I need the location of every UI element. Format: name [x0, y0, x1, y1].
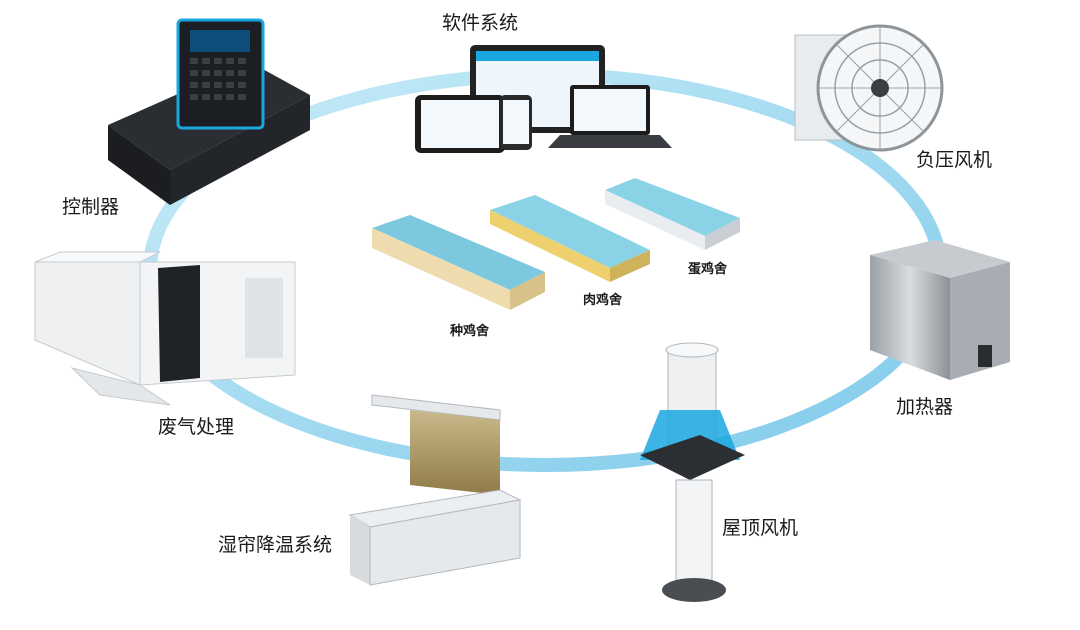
software-system-label: 软件系统 — [442, 12, 519, 34]
negative-fan-label: 负压风机 — [916, 149, 993, 171]
exhaust-label: 废气处理 — [158, 416, 235, 438]
software-devices — [415, 45, 672, 153]
controller-label: 控制器 — [62, 196, 120, 218]
broiler-house — [490, 195, 650, 282]
exhaust-treatment-device — [34, 251, 296, 406]
breeder-house-label: 种鸡舍 — [450, 324, 490, 339]
controller-device — [108, 18, 310, 205]
cooling-pad-label: 湿帘降温系统 — [218, 534, 333, 556]
negative-pressure-fan — [794, 24, 944, 152]
roof-fan-label: 屋顶风机 — [722, 517, 799, 539]
layer-house-label: 蛋鸡舍 — [688, 262, 728, 277]
heater-label: 加热器 — [896, 396, 954, 418]
roof-fan-device — [640, 342, 745, 602]
breeder-house — [372, 215, 545, 310]
cooling-pad-device — [348, 394, 522, 586]
layer-house — [605, 178, 740, 250]
heater-device — [870, 240, 1010, 380]
broiler-house-label: 肉鸡舍 — [583, 293, 623, 308]
